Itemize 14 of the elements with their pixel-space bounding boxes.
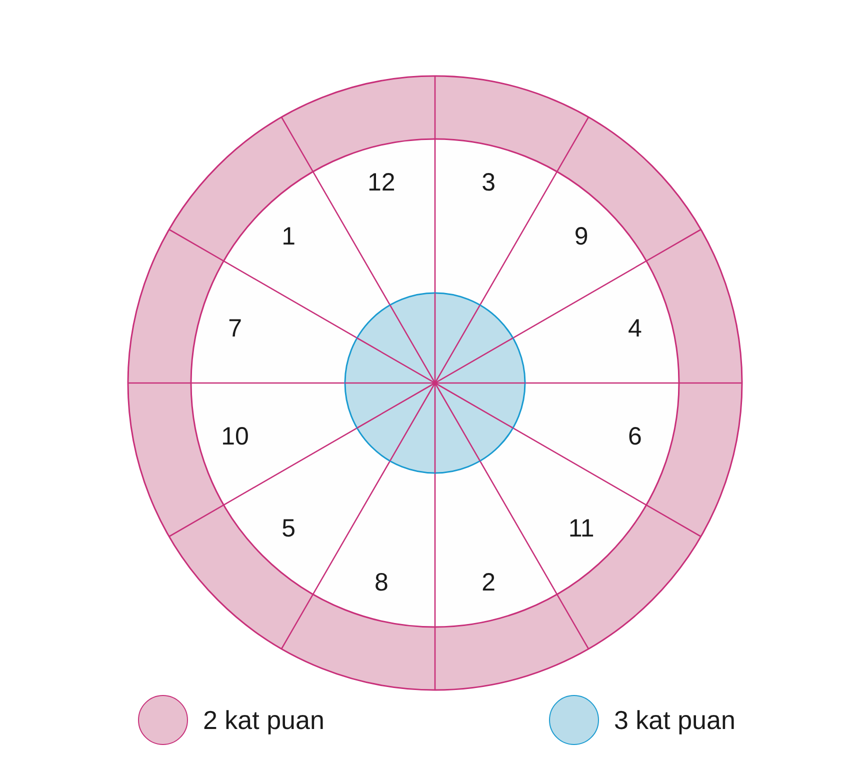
sector-number: 4	[628, 314, 642, 344]
sector-number: 10	[221, 422, 249, 452]
legend-label: 3 kat puan	[614, 705, 736, 736]
sector-number: 6	[628, 422, 642, 452]
sector-number: 9	[574, 222, 588, 252]
sector-number: 8	[374, 568, 388, 598]
legend-label: 2 kat puan	[203, 705, 324, 736]
sector-number: 3	[482, 168, 496, 198]
sector-number: 2	[482, 568, 496, 598]
sector-number: 7	[228, 314, 242, 344]
sector-number: 1	[282, 222, 296, 252]
sector-number: 11	[568, 514, 594, 544]
sector-number: 12	[368, 168, 396, 198]
sector-number: 5	[282, 514, 296, 544]
